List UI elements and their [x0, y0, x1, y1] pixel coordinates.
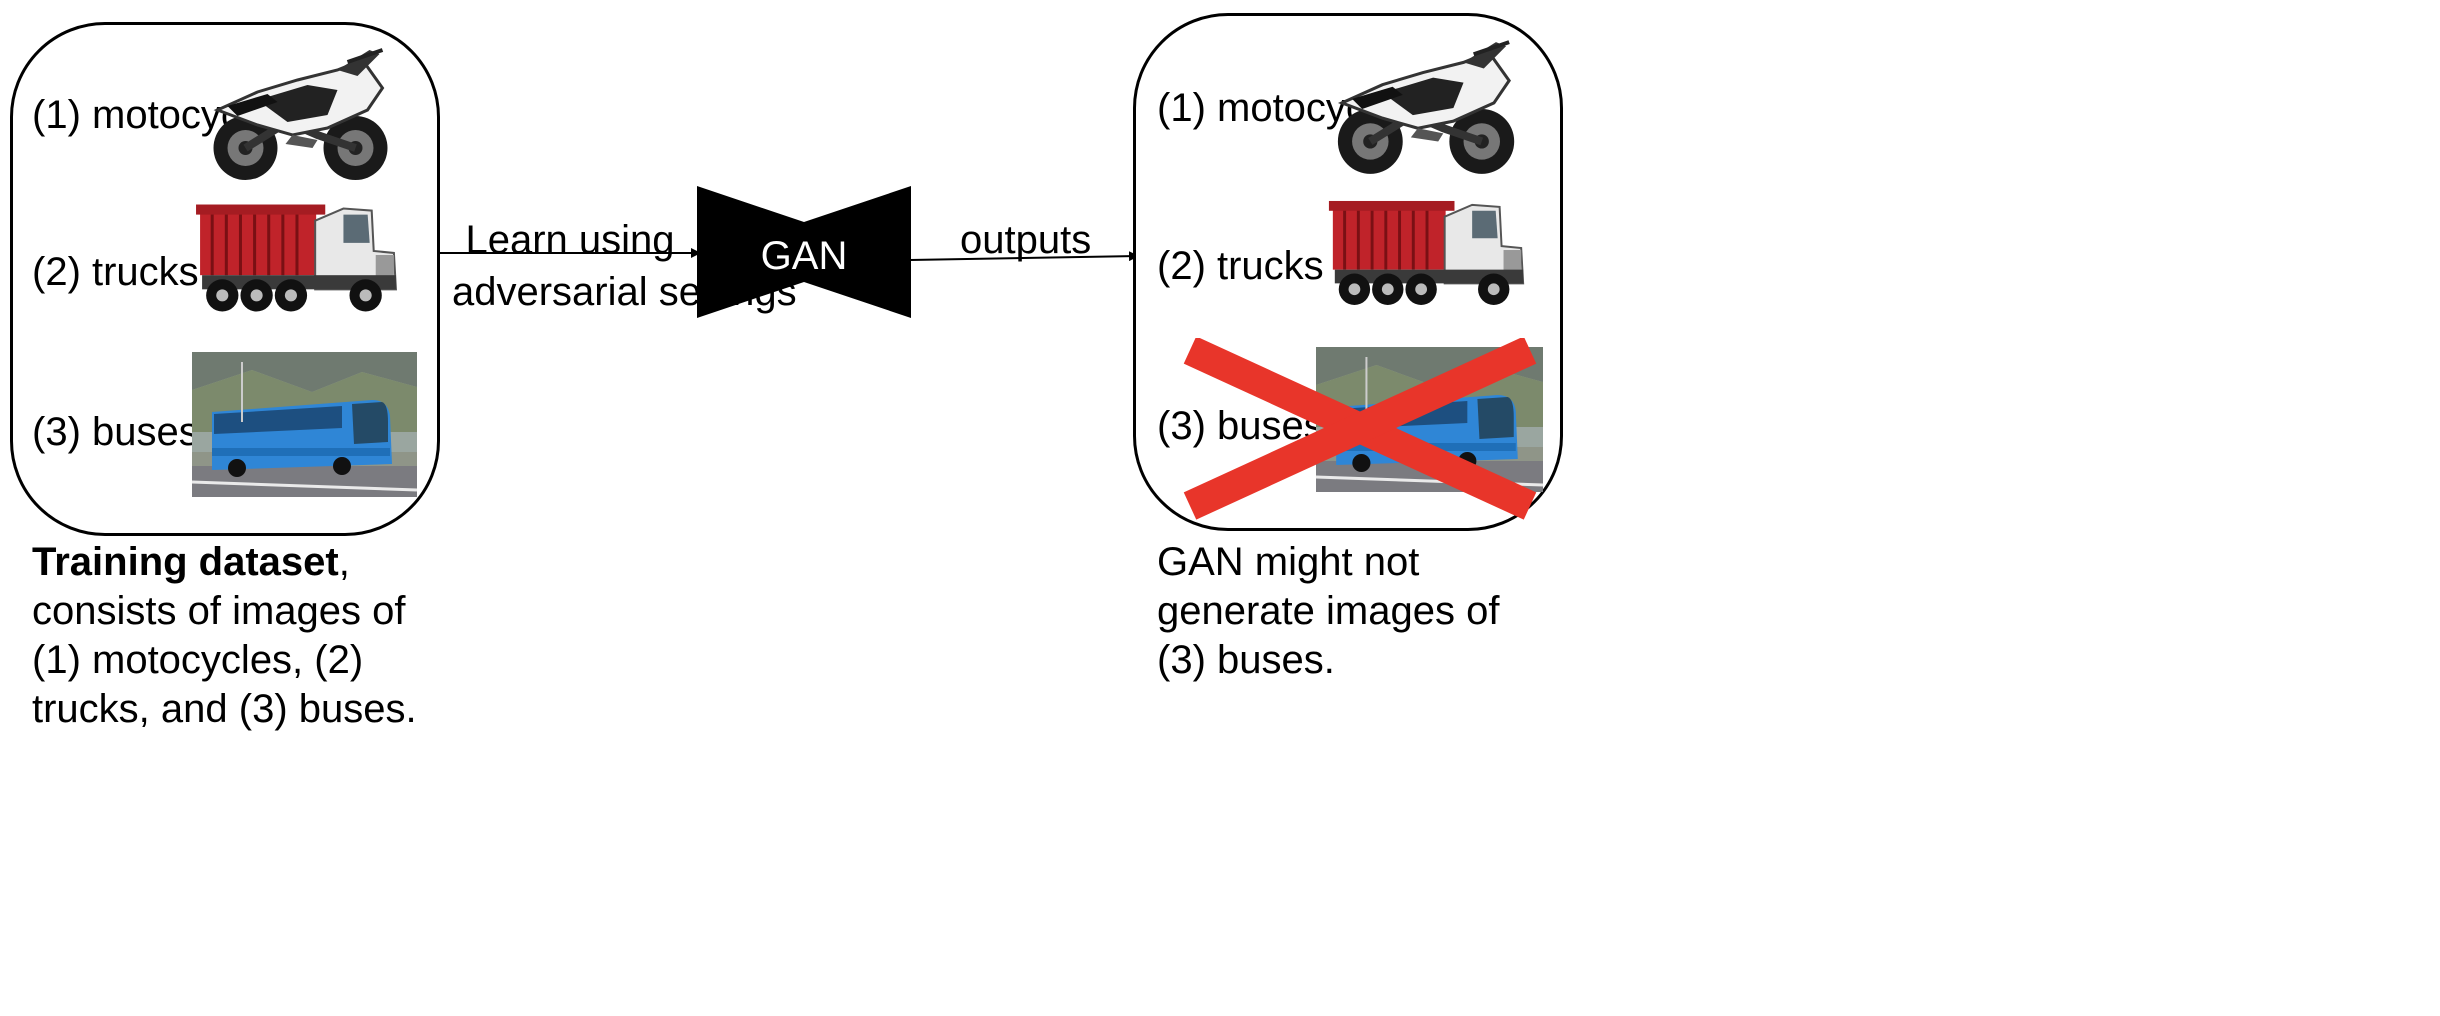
gan-label: GAN [760, 234, 848, 278]
learn-edge-label: Learn using adversarial settings [452, 214, 797, 318]
learn-edge-label-line1: Learn using [465, 218, 675, 262]
output-truck-image [1325, 186, 1531, 316]
training-dataset-caption-bold: Training dataset [32, 540, 339, 584]
cross-out-icon [1183, 338, 1537, 520]
training-label-buses: (3) buses [32, 410, 199, 454]
outputs-arrow [909, 251, 1139, 262]
gan-output-caption: GAN might not generate images of (3) bus… [1157, 540, 1500, 682]
outputs-edge-label: outputs [960, 218, 1092, 262]
training-dataset-caption-text: , consists of images of (1) motocycles, … [32, 540, 417, 731]
output-label-trucks: (2) trucks [1157, 244, 1324, 288]
training-dataset-caption: Training dataset, consists of images of … [32, 538, 432, 734]
learn-edge-label-line2: adversarial settings [452, 270, 797, 314]
gan-block [697, 186, 911, 318]
output-motorcycle-image [1318, 32, 1528, 184]
training-label-trucks: (2) trucks [32, 250, 199, 294]
